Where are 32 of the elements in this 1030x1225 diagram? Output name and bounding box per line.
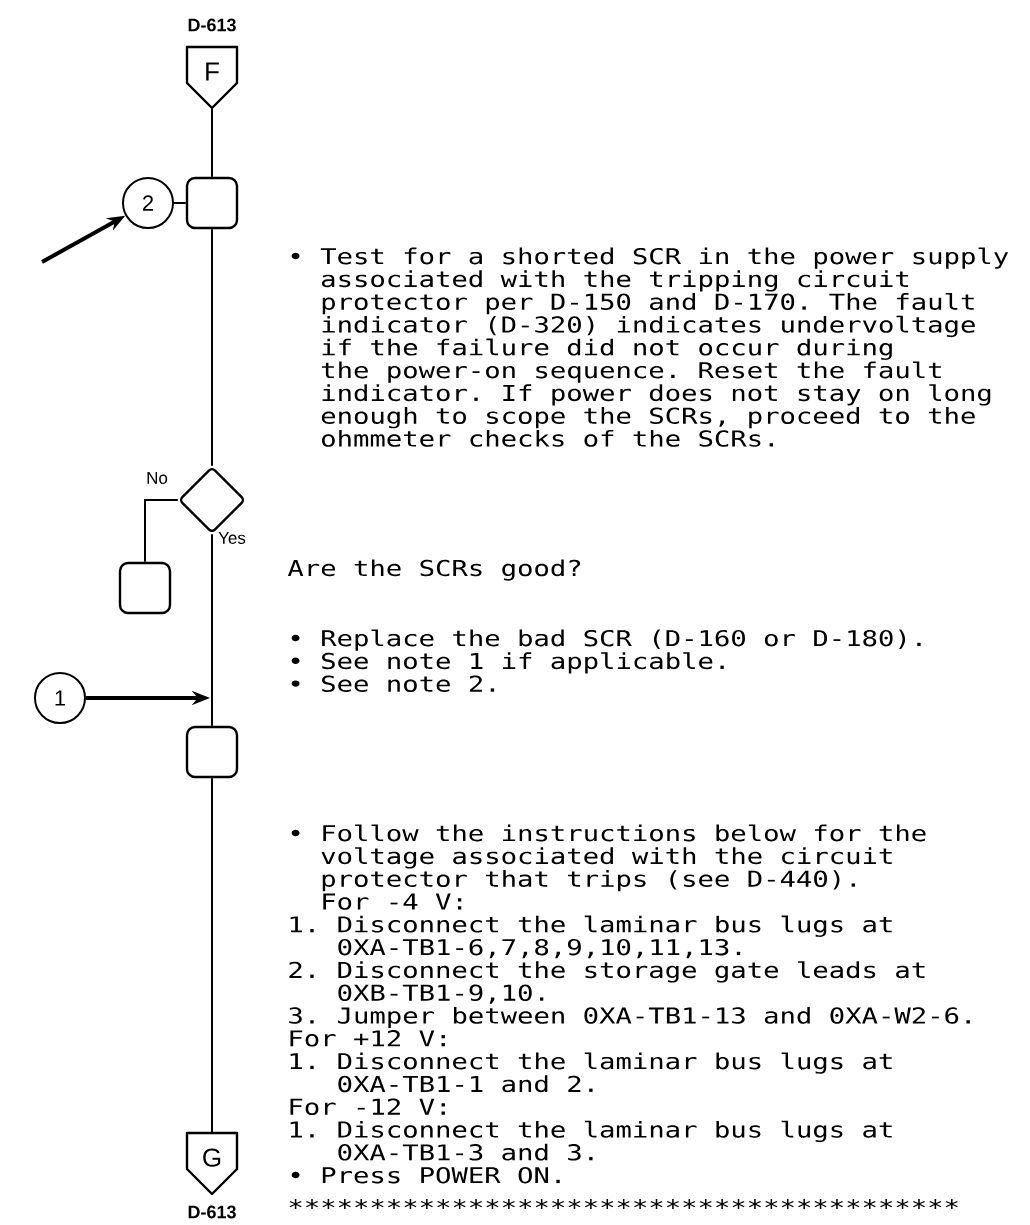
page-reference: D-613 — [188, 18, 236, 32]
off-page-connector: F — [185, 45, 239, 110]
flow-line — [144, 499, 179, 563]
instruction-text: • Replace the bad SCR (D-160 or D-180). — [291, 629, 921, 651]
flow-line — [173, 202, 187, 204]
off-page-connector: G — [185, 1131, 239, 1196]
flow-line — [211, 107, 213, 178]
instruction-text: For -4 V: — [323, 893, 462, 910]
instruction-text: • See note 2. — [291, 675, 495, 692]
edge-label: No — [147, 472, 168, 484]
instruction-text: For +12 V: — [290, 1030, 445, 1047]
edge-label: Yes — [218, 532, 246, 544]
instruction-text: 3. Jumper between 0XA-TB1-13 and 0XA-W2-6. — [289, 1006, 970, 1029]
instruction-text: 2. Disconnect the storage gate leads at 0XB-TB1-9,10. — [289, 961, 925, 1004]
page-reference: D-613 — [188, 1205, 236, 1219]
instruction-text: • Follow the instructions below for the voltage associated with the circuit protector that trips (see D-440). — [291, 824, 926, 892]
instruction-text: 1. Disconnect the laminar bus lugs at 0XA-TB1-1 and 2. — [290, 1052, 892, 1093]
process-box — [185, 725, 239, 779]
instruction-text: • See note 1 if applicable. — [291, 652, 724, 674]
flow-line — [211, 777, 213, 1134]
instruction-text: • Press POWER ON. — [291, 1166, 560, 1184]
instruction-text: Are the SCRs good? — [287, 559, 581, 581]
instruction-text: 1. Disconnect the laminar bus lugs at 0XA-TB1-6,7,8,9,10,11,13. — [290, 915, 892, 959]
decision-diamond — [179, 467, 245, 533]
instruction-text: For -12 V: — [290, 1098, 445, 1115]
process-box — [185, 176, 239, 230]
flow-line — [211, 533, 213, 727]
process-box — [118, 561, 172, 615]
flow-line — [211, 228, 213, 467]
instruction-text: 1. Disconnect the laminar bus lugs at 0XA-TB1-3 and 3. — [290, 1120, 892, 1161]
asterisk-rule: ∗∗∗∗∗∗∗∗∗∗∗∗∗∗∗∗∗∗∗∗∗∗∗∗∗∗∗∗∗∗∗∗∗∗∗∗∗∗∗∗∗ — [289, 1199, 958, 1210]
instruction-text: • Test for a shorted SCR in the power supply associated with the tripping circuit protector per D-150 and D-170. The fault indicator (D-320) indicates undervoltage if the failure did not occur during the power-on sequence. Reset the fault indicator. If power does not stay on long enough to scope the SCRs, proceed to the ohmmeter checks of the SCRs. — [291, 247, 1009, 447]
